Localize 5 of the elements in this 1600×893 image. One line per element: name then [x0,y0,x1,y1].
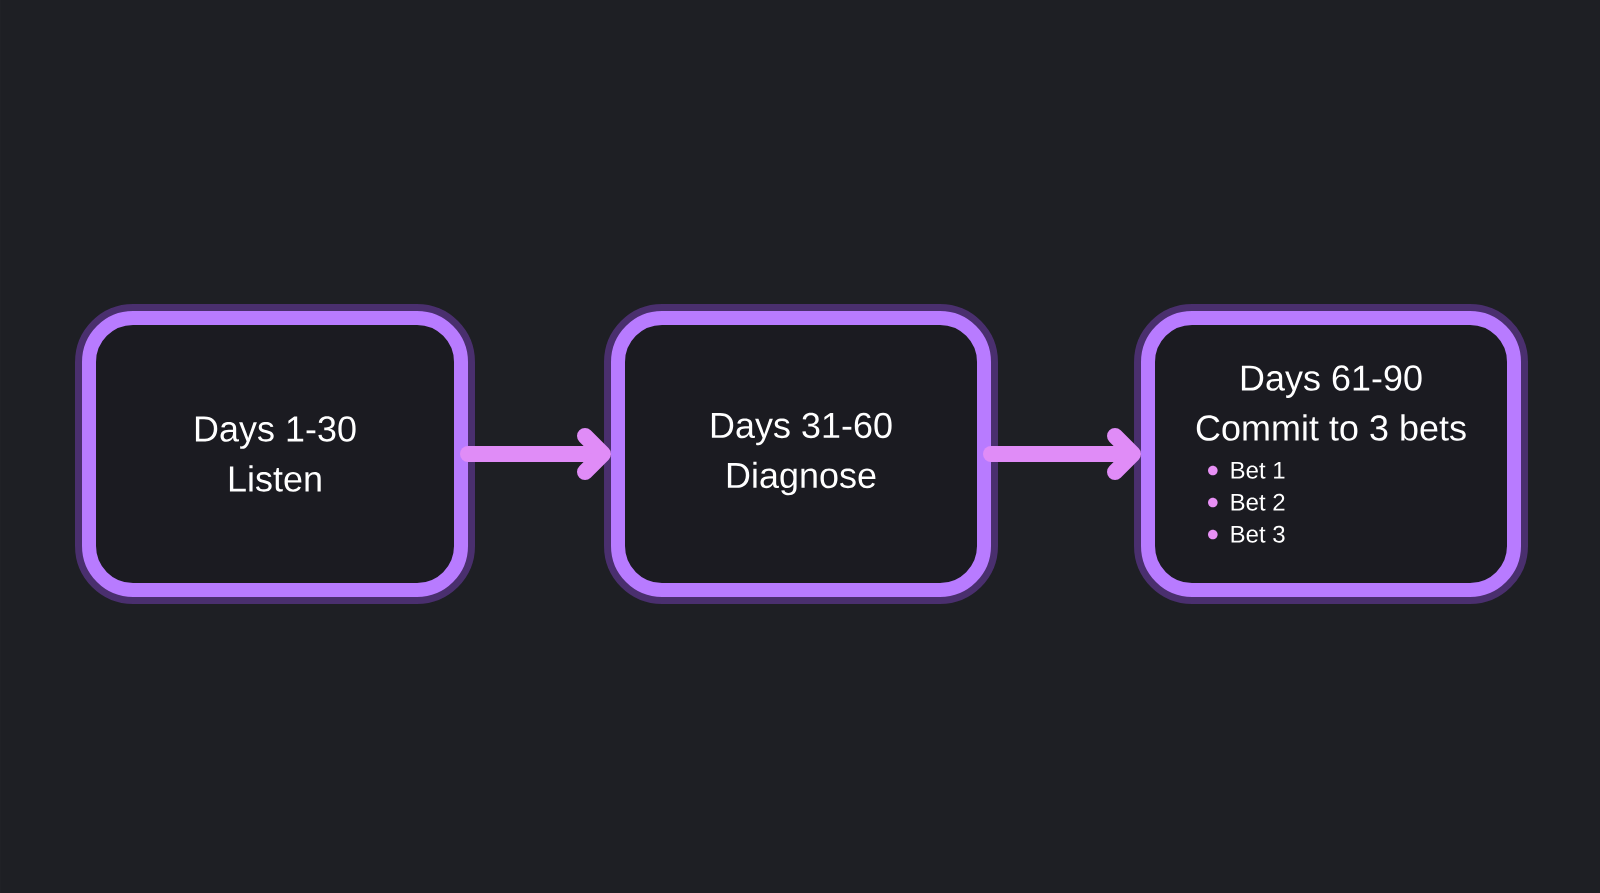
arrow [983,428,1141,480]
stage-box: Days 1-30 Listen [75,304,475,604]
stage-box: Days 31-60 Diagnose [604,304,998,604]
stage-box: Days 61-90 Commit to 3 bets Bet 1 Bet 2 Bet 3 [1134,304,1528,604]
arrow [460,428,611,480]
